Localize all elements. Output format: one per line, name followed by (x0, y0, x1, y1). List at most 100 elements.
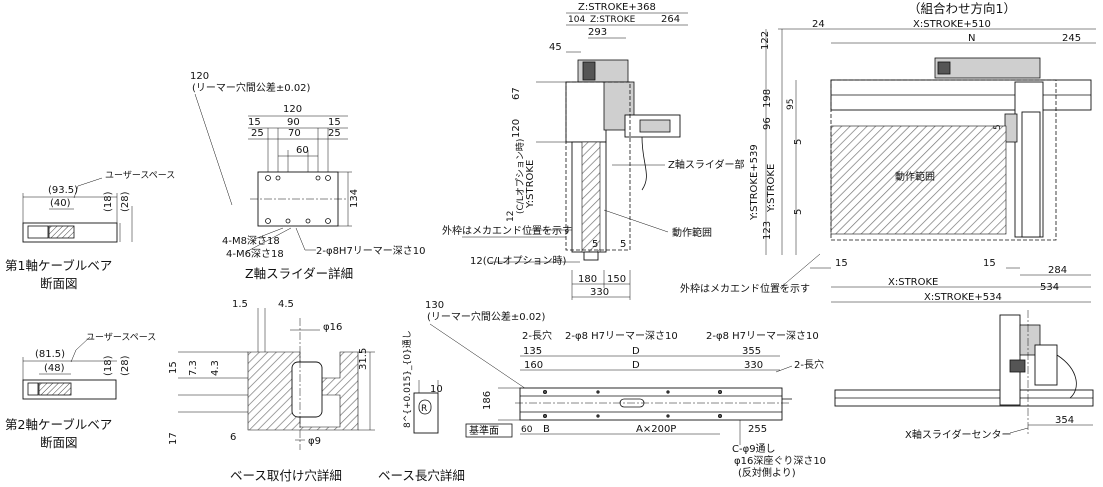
z-d15a: 15 (248, 117, 261, 128)
side-view: 354 X軸スライダーセンター (834, 310, 1094, 441)
top-d5c: 5 (993, 124, 1003, 130)
mount-phi16: φ16 (323, 322, 342, 333)
front-cl12: 12(C/Lオプション時) (470, 255, 567, 267)
top-d24: 24 (812, 19, 825, 30)
front-d180: 180 (578, 274, 597, 285)
top-y-stroke-539: Y:STROKE+539 (749, 144, 760, 221)
top-mech-end-frame (830, 79, 1057, 241)
cable2-title: 第2軸ケーブルベア (5, 417, 112, 432)
mount-h43: 4.3 (210, 360, 221, 376)
top-x-stroke-534: X:STROKE+534 (924, 292, 1002, 303)
z-slider-detail: 120 (リーマー穴間公差±0.02) 120 15 90 15 25 70 2… (190, 71, 426, 281)
base-holes3: (反対側より) (738, 466, 796, 479)
base-d186: 186 (482, 391, 493, 410)
direction-label: （組合わせ方向1） (908, 1, 1016, 16)
front-d5a: 5 (592, 239, 598, 250)
z-d60: 60 (296, 145, 309, 156)
top-cable-carrier (934, 57, 1041, 79)
side-d354: 354 (1055, 415, 1074, 426)
top-motion-range: 動作範囲 (895, 170, 935, 183)
base-pin-right: 2-φ8 H7リーマー深さ10 (706, 330, 819, 342)
front-d293: 293 (588, 27, 607, 38)
cable1-title: 第1軸ケーブルベア (5, 258, 112, 273)
front-d120: 120 (511, 119, 522, 138)
base-pitch130: 130 (425, 300, 444, 311)
base-view: 130 (リーマー穴間公差±0.02) 2-長穴 2-φ8 H7リーマー深さ10… (425, 300, 826, 479)
cable-carrier-2-user-space (38, 382, 72, 396)
top-y-stroke: Y:STROKE (766, 164, 777, 213)
z-d134: 134 (349, 189, 360, 208)
front-d330: 330 (590, 287, 609, 298)
front-z-stroke-368: Z:STROKE+368 (578, 2, 656, 13)
base-pitch-tol: (リーマー穴間公差±0.02) (427, 310, 546, 323)
z-d120: 120 (283, 104, 302, 115)
slot-body (413, 392, 439, 434)
cable1-subtitle: 断面図 (40, 276, 78, 291)
cable-carrier-1-user-space (48, 225, 75, 239)
top-d95: 95 (786, 99, 796, 110)
base-d60: 60 (521, 425, 533, 435)
front-view: Z:STROKE+368 104 Z:STROKE 264 293 45 67 … (442, 2, 744, 300)
mount-h15: 15 (168, 361, 179, 374)
cable1-width-inner: (40) (50, 198, 71, 209)
slot-d10: 10 (430, 384, 443, 395)
base-slot2b: 2-長穴 (794, 358, 824, 371)
base-b: B (543, 424, 550, 435)
top-d122: 122 (760, 31, 771, 50)
top-d123: 123 (762, 221, 773, 240)
base-d160: 160 (524, 360, 543, 371)
cable1-user-space-label: ユーザースペース (105, 170, 175, 181)
base-ref: 基準面 (469, 424, 499, 437)
base-d255: 255 (748, 424, 767, 435)
cable2-h2: (28) (120, 355, 131, 376)
top-view: （組合わせ方向1） X:STROKE+510 24 N 245 動作範囲 122… (680, 1, 1096, 303)
front-cable (641, 136, 647, 191)
front-y-stroke: Y:STROKE (525, 160, 536, 209)
top-mech-end-note: 外枠はメカエンド位置を示す (680, 282, 810, 295)
top-d15l: 15 (835, 258, 848, 269)
mount-h315: 31.5 (358, 348, 369, 370)
front-mech-end-frame (565, 81, 631, 251)
base-slot-detail: R 10 8^{+0.015}_{0}通し ベース長穴詳細 (378, 330, 465, 483)
base-d355: 355 (742, 346, 761, 357)
front-mech-end-note: 外枠はメカエンド位置を示す (442, 224, 572, 237)
cable2-user-space-label: ユーザースペース (86, 332, 156, 343)
base-holes1: C-φ9通し (732, 443, 776, 455)
front-motion-range: 動作範囲 (672, 226, 712, 239)
mount-d6: 6 (230, 432, 236, 443)
base-d135: 135 (523, 346, 542, 357)
z-m8-note: 4-M8深さ18 (222, 235, 280, 247)
base-d330: 330 (744, 360, 763, 371)
base-plate (519, 387, 783, 421)
cable-carrier-1-inner-left (27, 225, 49, 239)
cable1-width-outer: (93.5) (48, 185, 78, 196)
slot-title: ベース長穴詳細 (378, 468, 465, 483)
z-d25a: 25 (251, 128, 264, 139)
base-holes2: φ16深座ぐり深さ10 (734, 454, 826, 467)
base-mount-hole-detail: 1.5 4.5 φ16 15 7.3 4.3 31.5 17 6 φ9 ベース取… (168, 299, 375, 483)
z-pin-note: 2-φ8H7リーマー深さ10 (316, 245, 426, 257)
mount-d45: 4.5 (278, 299, 294, 310)
mount-h73: 7.3 (188, 360, 199, 376)
top-n: N (968, 33, 975, 44)
front-z104: 104 (568, 15, 585, 25)
cable-carrier-1-section: (93.5) (40) ユーザースペース (18) (28) 第1軸ケーブルベア… (5, 170, 175, 291)
z-pitch-value: 120 (190, 71, 209, 82)
z-d15b: 15 (328, 117, 341, 128)
z-d70: 70 (288, 128, 301, 139)
top-d96: 96 (762, 117, 773, 130)
base-ref-box (465, 423, 513, 438)
top-d5a: 5 (793, 139, 804, 145)
base-dD2: D (632, 360, 640, 371)
z-m6-note: 4-M6深さ18 (226, 248, 284, 260)
top-d5b: 5 (793, 209, 804, 215)
front-d5b: 5 (620, 239, 626, 250)
cable1-h1: (18) (103, 191, 114, 212)
mount-phi9: φ9 (308, 436, 321, 447)
top-d284: 284 (1048, 265, 1067, 276)
cable1-h2: (28) (120, 191, 131, 212)
base-dD1: D (632, 346, 640, 357)
front-zstroke: Z:STROKE (590, 15, 636, 25)
front-d264: 264 (661, 14, 680, 25)
front-d45: 45 (549, 42, 562, 53)
